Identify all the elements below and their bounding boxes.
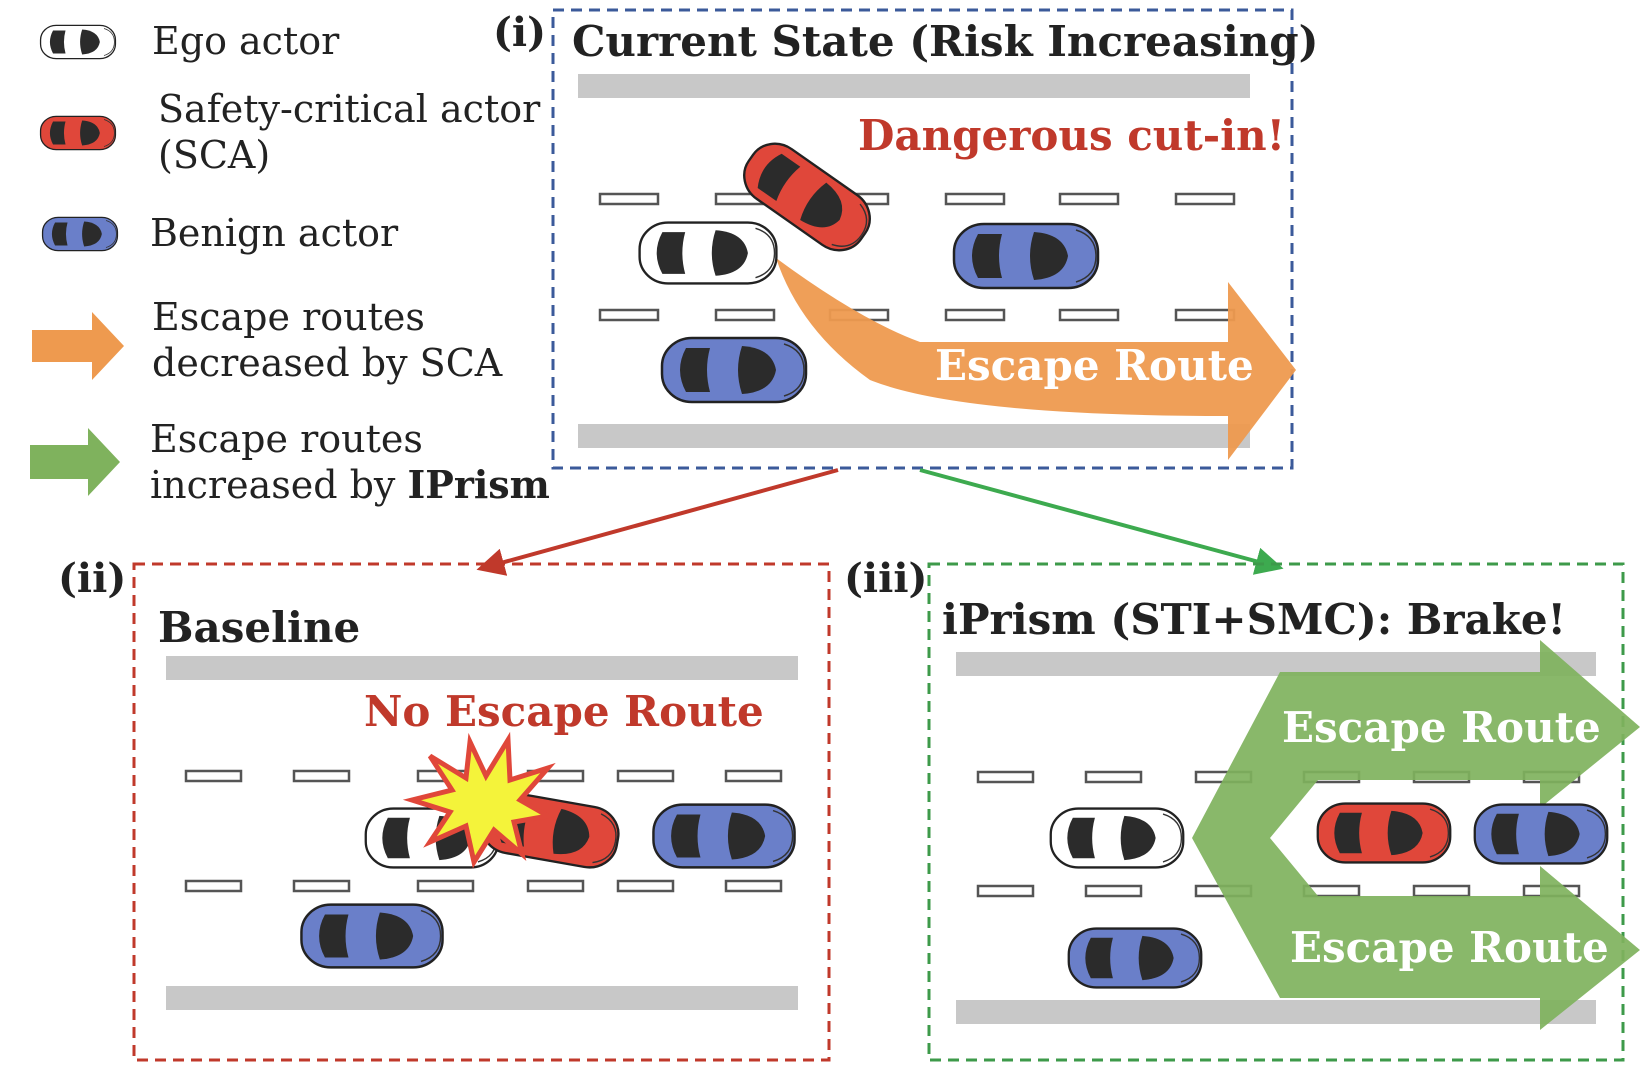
lane-markings-upper — [598, 192, 1236, 206]
connector-to-baseline — [476, 468, 839, 576]
panel-iprism: (iii) iPrism (STI+SMC): Brake! Escape Ro… — [844, 555, 1640, 1062]
panel-iii-escape-route-bottom: Escape Route — [1290, 923, 1609, 972]
road-edge-bottom — [956, 1000, 1596, 1024]
legend-ego-label: Ego actor — [152, 19, 340, 63]
green-arrow-icon — [30, 428, 120, 496]
road-edge-bottom — [166, 986, 798, 1010]
panel-iii-label: (iii) — [844, 555, 927, 602]
benign-car-lower-lane — [660, 336, 808, 404]
benign-car-ahead — [1473, 803, 1609, 865]
legend-sca-label-line2: (SCA) — [158, 133, 270, 177]
benign-actor-icon — [41, 216, 119, 252]
legend-escape-increased-prefix: increased by — [150, 463, 407, 507]
road-edge-bottom — [578, 424, 1250, 448]
escape-route-decreased-arrow — [776, 258, 1296, 460]
lane-markings-lower — [598, 308, 1236, 322]
collision-burst-icon — [402, 731, 556, 869]
legend-escape-increased-line1: Escape routes — [150, 417, 423, 461]
panel-ii-label: (ii) — [58, 555, 126, 602]
panel-i-warning: Dangerous cut-in! — [858, 111, 1285, 160]
panel-i-border — [551, 8, 1294, 470]
legend-sca-label-line1: Safety-critical actor — [158, 87, 541, 131]
ego-actor-icon — [39, 24, 117, 60]
panel-current-state: (i) Current State (Risk Increasing) Esca… — [493, 8, 1318, 470]
road-edge-top — [578, 74, 1250, 98]
panel-iii-title: iPrism (STI+SMC): Brake! — [942, 595, 1566, 644]
legend-iprism-bold: IPrism — [407, 462, 549, 507]
benign-car-ahead — [952, 222, 1100, 290]
benign-car-lower-lane — [1067, 927, 1203, 989]
panel-iii-border — [927, 562, 1625, 1062]
legend-escape-decreased-line1: Escape routes — [152, 295, 425, 339]
panel-baseline: (ii) Baseline No Escape Route — [58, 555, 831, 1062]
panel-ii-title: Baseline — [158, 603, 360, 652]
panel-iii-escape-route-top: Escape Route — [1282, 703, 1601, 752]
benign-car-ahead — [652, 803, 796, 869]
panel-i-title: Current State (Risk Increasing) — [572, 17, 1318, 66]
ego-car — [1049, 807, 1185, 869]
sca-car — [1316, 802, 1452, 864]
lane-markings-lower — [184, 879, 783, 893]
panel-ii-border — [132, 562, 831, 1062]
legend-benign-label: Benign actor — [150, 211, 399, 255]
escape-route-increased-arrows — [1192, 640, 1640, 1030]
legend-escape-increased-line2: increased by IPrism — [150, 462, 550, 507]
panel-i-escape-route-label: Escape Route — [935, 341, 1254, 390]
benign-car-lower-lane — [300, 903, 444, 969]
panel-i-label: (i) — [493, 9, 546, 56]
orange-arrow-icon — [32, 312, 124, 380]
safety-critical-actor-icon — [39, 115, 117, 151]
legend: Ego actor Safety-critical actor (SCA) Be… — [30, 19, 550, 507]
road-edge-top — [166, 656, 798, 680]
connector-to-iprism — [919, 468, 1284, 575]
legend-escape-decreased-line2: decreased by SCA — [152, 341, 503, 385]
panel-ii-warning: No Escape Route — [364, 687, 764, 736]
ego-car — [638, 221, 778, 285]
